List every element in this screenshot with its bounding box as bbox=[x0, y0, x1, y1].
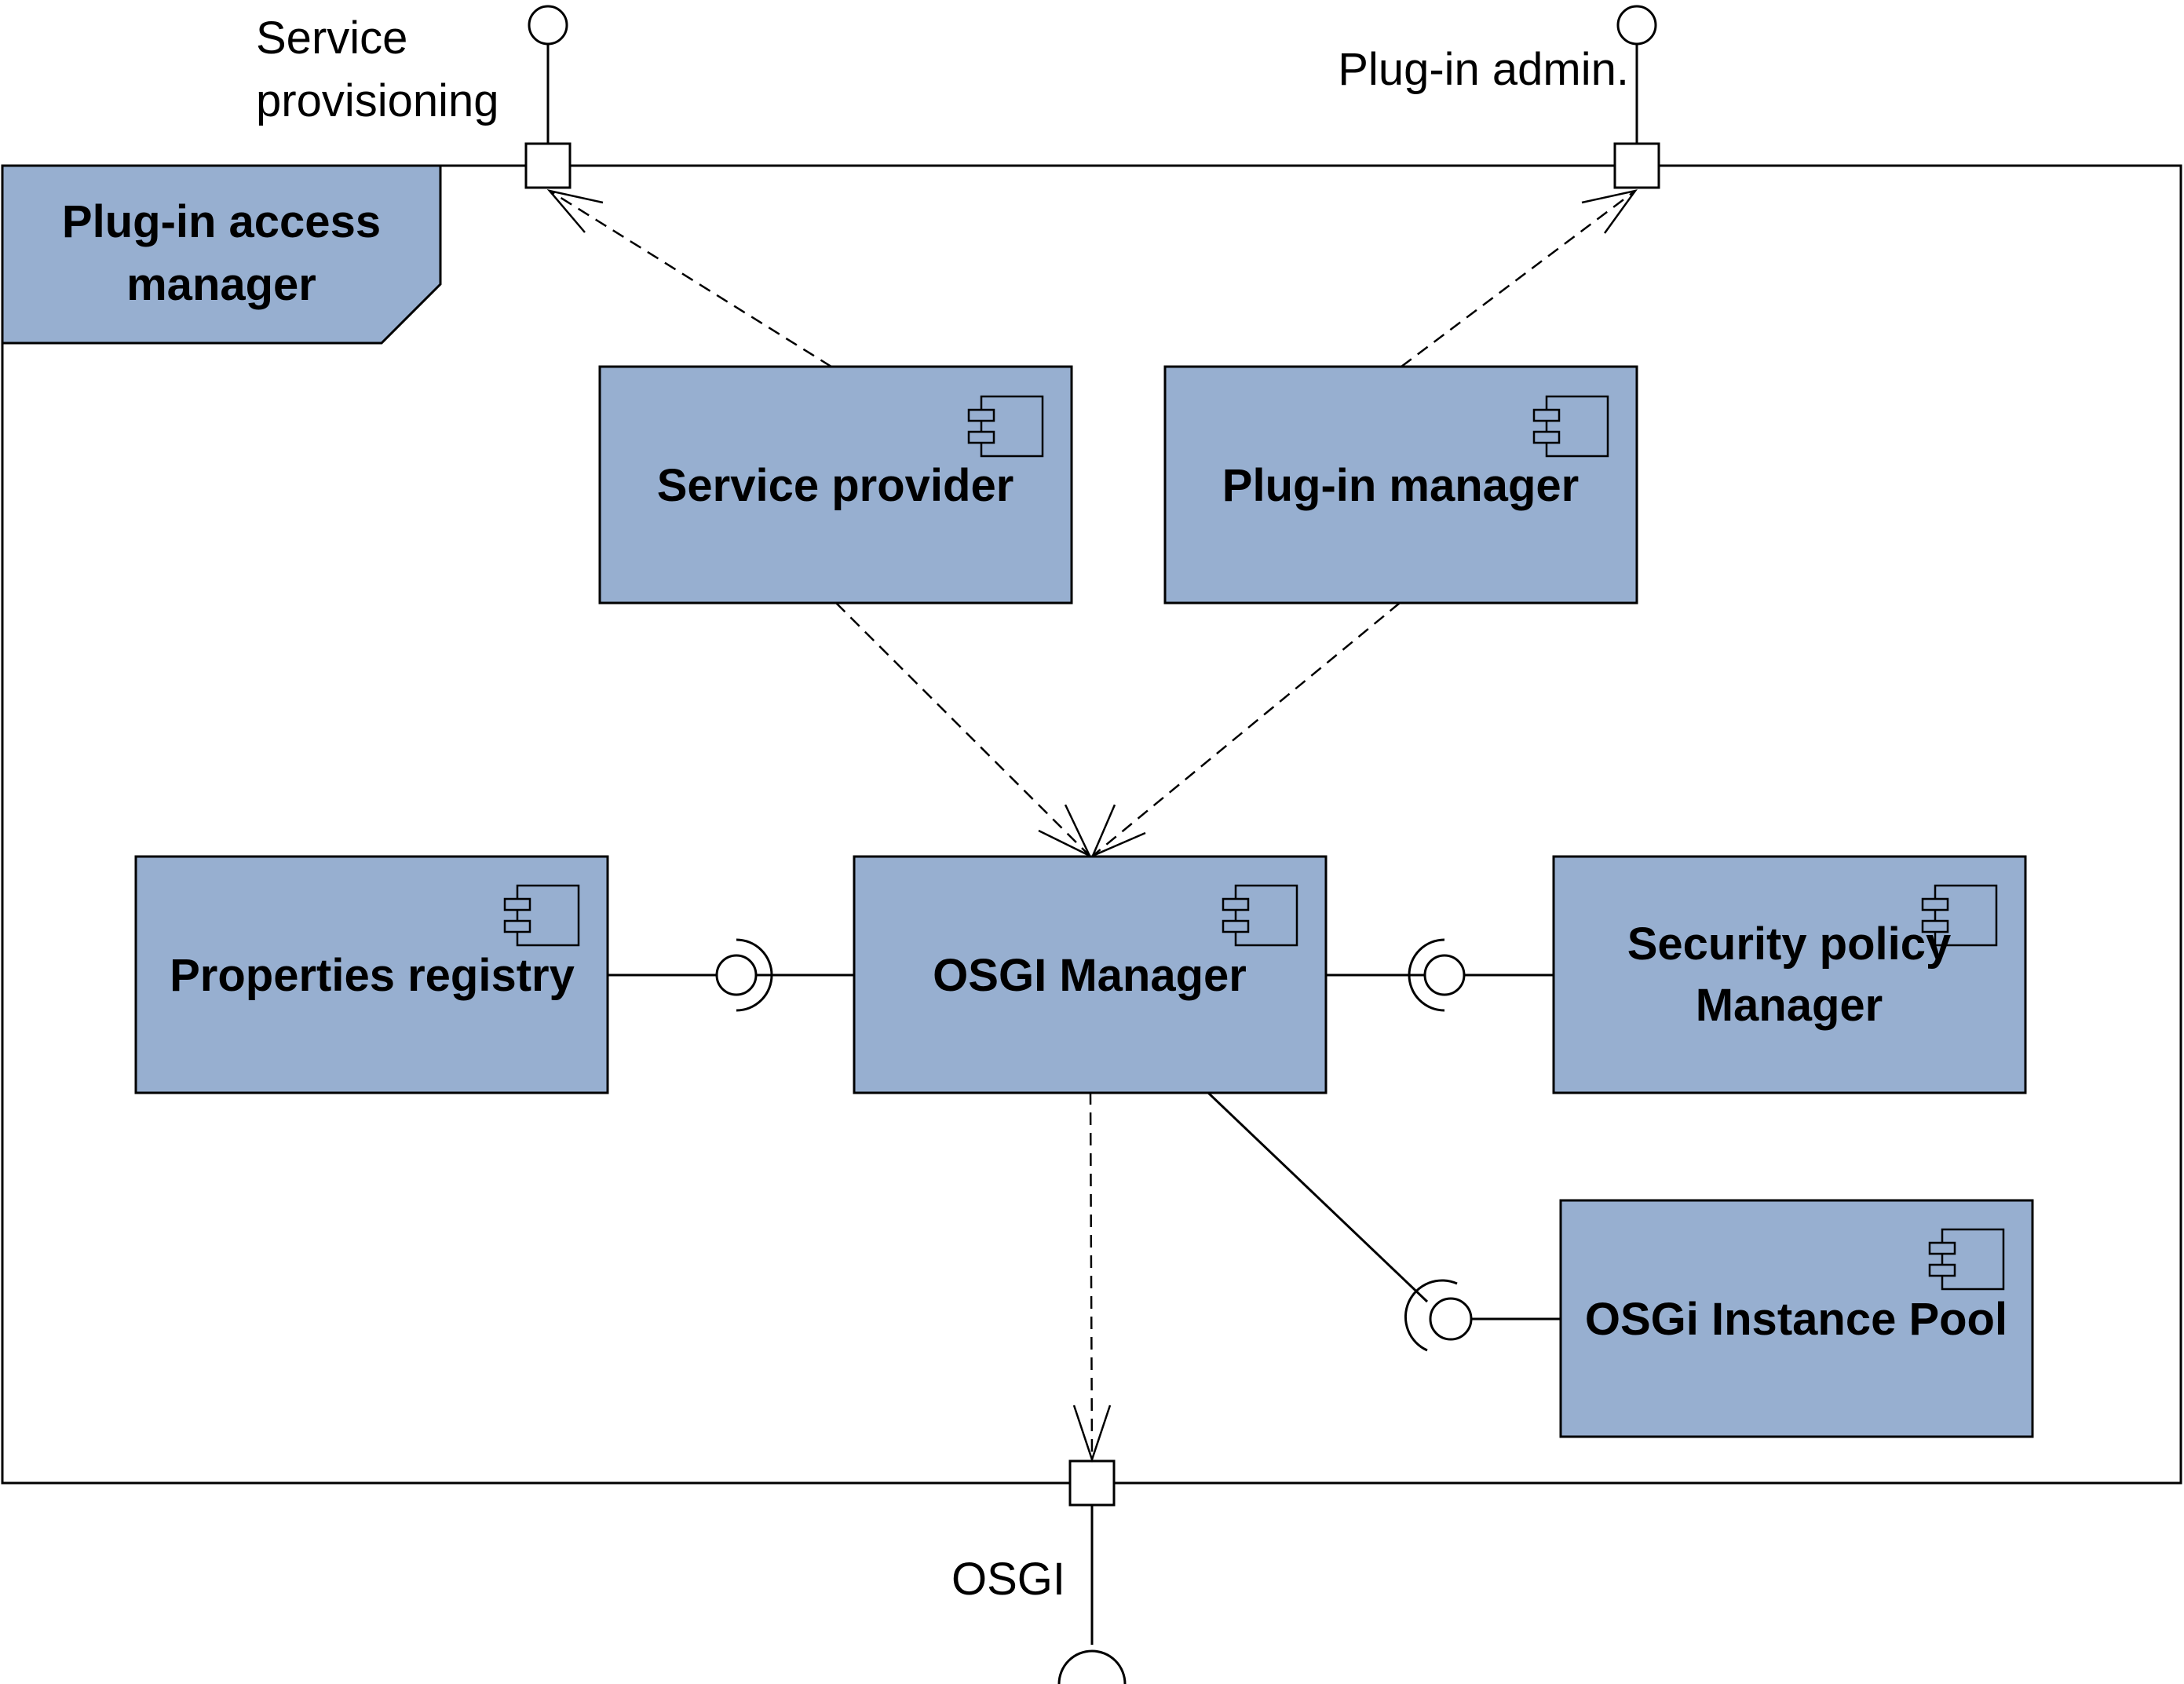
service-provisioning-label-line2: provisioning bbox=[256, 75, 499, 126]
component-icon bbox=[503, 884, 580, 947]
osgi-manager-label: OSGI Manager bbox=[933, 950, 1247, 1001]
osgi-required-interface-icon bbox=[1057, 1649, 1127, 1684]
properties-registry-socket-icon bbox=[736, 938, 773, 1012]
component-icon bbox=[967, 395, 1044, 458]
frame-title-tab: Plug-in access manager bbox=[1, 164, 442, 345]
osgi-port-label: OSGI bbox=[951, 1554, 1065, 1605]
security-policy-ball-icon bbox=[1423, 954, 1466, 996]
security-policy-socket-icon bbox=[1408, 938, 1445, 1012]
service-provider-label: Service provider bbox=[657, 460, 1014, 511]
security-policy-label-line2: Manager bbox=[1696, 980, 1883, 1031]
component-icon bbox=[1222, 884, 1298, 947]
plugin-admin-port: Plug-in admin. bbox=[1338, 5, 1660, 189]
frame-title-line1: Plug-in access bbox=[62, 196, 381, 247]
security-policy-label-line1: Security policy bbox=[1627, 919, 1952, 970]
service-provisioning-port: Service provisioning bbox=[256, 5, 572, 189]
plugin-manager-label: Plug-in manager bbox=[1222, 460, 1579, 511]
service-provisioning-interface-icon bbox=[528, 5, 568, 46]
properties-registry-label: Properties registry bbox=[170, 950, 575, 1001]
interface-connectors bbox=[607, 938, 1561, 1352]
component-properties-registry[interactable]: Properties registry bbox=[134, 855, 609, 1094]
component-plugin-manager[interactable]: Plug-in manager bbox=[1163, 365, 1638, 605]
plugin-admin-interface-icon bbox=[1616, 5, 1657, 46]
frame-title-line2: manager bbox=[126, 259, 316, 310]
component-service-provider[interactable]: Service provider bbox=[598, 365, 1073, 605]
component-icon bbox=[1532, 395, 1609, 458]
instance-pool-ball-icon bbox=[1429, 1297, 1473, 1341]
osgi-instance-pool-label: OSGi Instance Pool bbox=[1585, 1294, 2007, 1345]
component-icon bbox=[1921, 884, 1998, 947]
component-security-policy-manager[interactable]: Security policy Manager bbox=[1552, 855, 2027, 1094]
plugin-admin-label: Plug-in admin. bbox=[1338, 44, 1629, 95]
component-icon bbox=[1928, 1228, 2005, 1291]
component-osgi-manager[interactable]: OSGI Manager bbox=[853, 855, 1328, 1094]
component-osgi-instance-pool[interactable]: OSGi Instance Pool bbox=[1559, 1199, 2034, 1438]
osgi-port: OSGI bbox=[951, 1459, 1127, 1684]
instance-pool-socket-icon bbox=[1404, 1279, 1458, 1352]
service-provisioning-label-line1: Service bbox=[256, 13, 407, 64]
properties-registry-ball-icon bbox=[715, 954, 758, 996]
